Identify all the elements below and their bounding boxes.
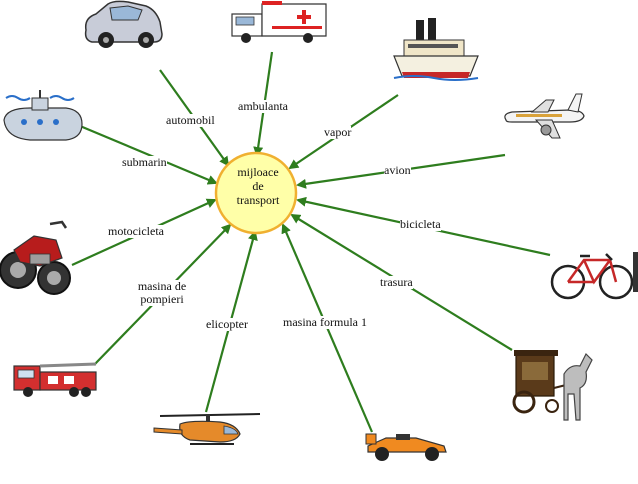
race-car-icon (365, 433, 447, 461)
center-node-label: mijloace de transport (218, 165, 298, 207)
bicycle-icon (550, 253, 634, 300)
label-elicopter: elicopter (206, 317, 248, 331)
motorcycle-icon (0, 220, 71, 295)
car-icon (84, 0, 163, 48)
fire-truck-icon (13, 362, 97, 397)
label-submarin: submarin (122, 155, 167, 169)
center-line-1: mijloace (237, 165, 279, 179)
steamship-icon (393, 18, 479, 81)
airplane-icon (504, 93, 585, 139)
label-bicicleta: bicicleta (400, 217, 441, 231)
arrow-submarin (79, 124, 218, 185)
label-automobil: automobil (166, 113, 215, 127)
arrows (71, 51, 551, 433)
label-avion: avion (384, 163, 411, 177)
center-line-2: de (252, 179, 264, 193)
label-trasura: trasura (380, 275, 413, 289)
horse-carriage-icon (512, 350, 593, 421)
submarine-icon (3, 90, 83, 141)
label-vapor: vapor (324, 125, 352, 139)
ambulance-icon (231, 1, 327, 43)
center-node (214, 151, 298, 235)
helicopter-icon (153, 413, 261, 445)
center-line-3: transport (236, 193, 280, 207)
label-motocicleta: motocicleta (108, 224, 164, 238)
label-masina-formula: masina formula 1 (276, 316, 374, 329)
label-masina-pompieri: masina de pompieri (128, 280, 196, 306)
label-ambulanta: ambulanta (238, 99, 288, 113)
cropped-figure-edge (633, 252, 638, 292)
